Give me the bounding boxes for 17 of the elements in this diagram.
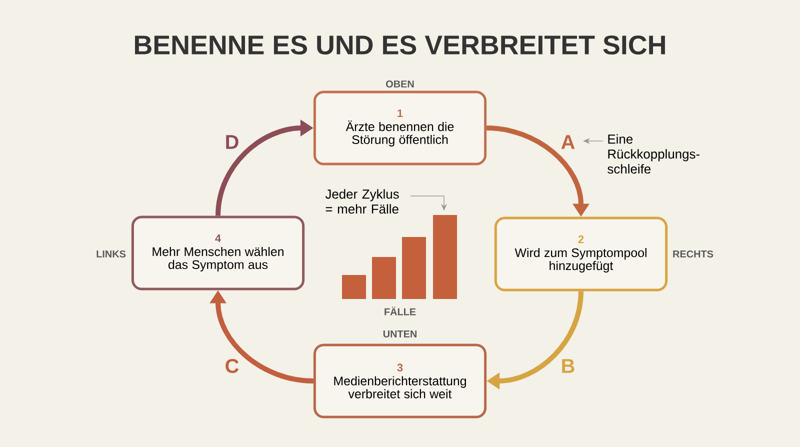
edge-label: C: [226, 358, 239, 374]
process-box: 4 Mehr Menschen wählen das Symptom aus: [131, 216, 305, 290]
position-label: FÄLLE: [384, 306, 416, 316]
title: BENENNE ES UND ES VERBREITET SICH: [135, 35, 665, 55]
annotation-text: Eine Rückkopplungs-schleife: [608, 134, 700, 174]
position-label: OBEN: [386, 80, 414, 88]
bar-chart-drawing: [342, 215, 457, 299]
position-label: RECHTS: [673, 250, 714, 258]
edge-label: A: [561, 135, 575, 149]
edge-label: D: [226, 135, 238, 149]
annotation-text: Jeder Zyklus = mehr Fälle: [325, 189, 399, 214]
position-label: LINKS: [96, 250, 126, 258]
process-box: 1 Ärzte benennen die Störung öffentlich: [313, 90, 487, 166]
process-box: 3 Medienberichterstattung verbreitet sich weit: [313, 344, 487, 418]
process-box: 2 Wird zum Symptompool hinzugefügt: [494, 216, 668, 292]
position-label: UNTEN: [383, 330, 416, 338]
edge-label: B: [562, 359, 574, 373]
